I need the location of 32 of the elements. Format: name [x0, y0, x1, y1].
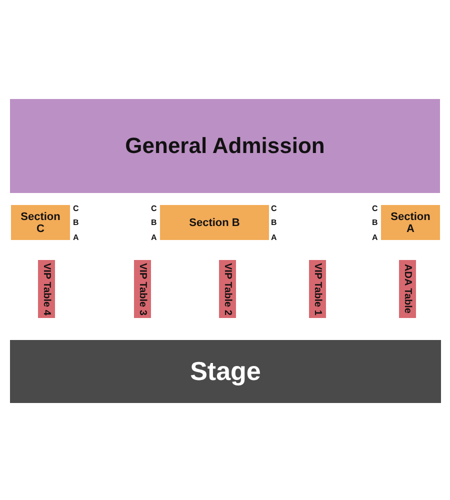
- area-label: General Admission: [125, 133, 325, 159]
- table-block: [219, 260, 236, 318]
- stage-block: [10, 340, 441, 403]
- table-label: VIP Table 1: [312, 262, 323, 316]
- row-letter: A: [271, 233, 277, 242]
- section-block: [11, 205, 70, 240]
- row-letter: B: [372, 218, 378, 227]
- area-block: [10, 99, 440, 193]
- row-letter: B: [271, 218, 277, 227]
- table-label: ADA Table: [402, 264, 413, 314]
- section-label: Section B: [188, 216, 241, 228]
- row-letter: A: [73, 233, 79, 242]
- table-block: [399, 260, 416, 318]
- row-letter: A: [372, 233, 378, 242]
- row-letter: C: [372, 204, 378, 213]
- section-label: Section A: [390, 210, 432, 234]
- stage-label: Stage: [190, 356, 261, 387]
- row-letter: C: [151, 204, 157, 213]
- table-block: [309, 260, 326, 318]
- table-label: VIP Table 2: [222, 262, 233, 316]
- table-block: [134, 260, 151, 318]
- section-block: [160, 205, 269, 240]
- section-label: Section C: [20, 210, 62, 234]
- table-label: VIP Table 4: [41, 262, 52, 316]
- row-letter: B: [151, 218, 157, 227]
- table-label: VIP Table 3: [137, 262, 148, 316]
- row-letter: A: [151, 233, 157, 242]
- row-letter: C: [271, 204, 277, 213]
- row-letter: B: [73, 218, 79, 227]
- section-block: [381, 205, 440, 240]
- row-letter: C: [73, 204, 79, 213]
- table-block: [38, 260, 55, 318]
